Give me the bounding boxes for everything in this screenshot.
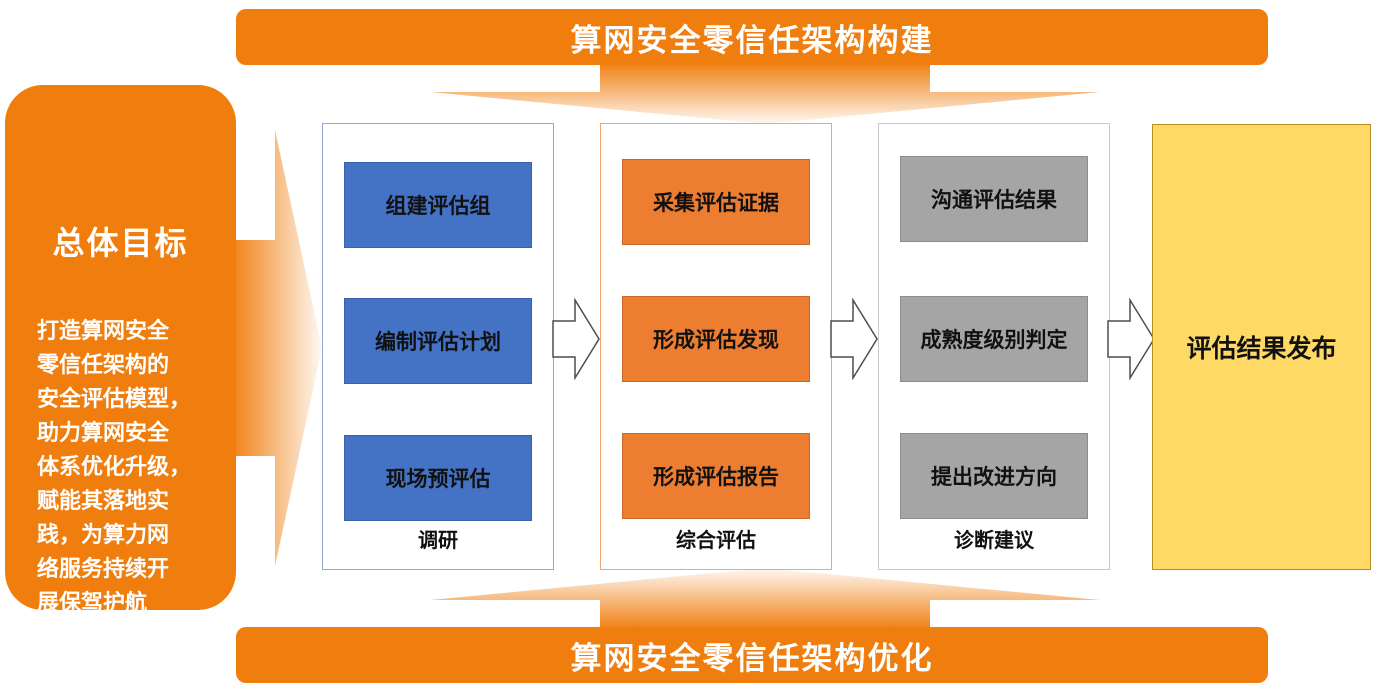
step-label: 采集评估证据 xyxy=(653,191,779,215)
hollow-right-arrow-icon xyxy=(552,298,600,380)
step-label: 编制评估计划 xyxy=(375,330,501,354)
step-maturity-level: 成熟度级别判定 xyxy=(900,296,1088,382)
step-label: 形成评估报告 xyxy=(653,465,779,489)
goal-text: 打造算网安全 零信任架构的 安全评估模型， 助力算网安全 体系优化升级， 赋能其… xyxy=(37,319,192,616)
step-label: 沟通评估结果 xyxy=(931,188,1057,212)
result-label: 评估结果发布 xyxy=(1186,334,1337,363)
step-label: 现场预评估 xyxy=(385,467,491,491)
gradient-arrow-down-icon xyxy=(430,62,1100,124)
result-publish-box: 评估结果发布 xyxy=(1152,124,1371,570)
step-communicate-results: 沟通评估结果 xyxy=(900,156,1088,242)
step-onsite-pre-assessment: 现场预评估 xyxy=(344,435,532,521)
step-form-team: 组建评估组 xyxy=(344,162,532,248)
step-form-findings: 形成评估发现 xyxy=(622,296,810,382)
goal-panel: 总体目标 打造算网安全 零信任架构的 安全评估模型， 助力算网安全 体系优化升级… xyxy=(5,85,236,616)
stage-comprehensive-evaluation: 采集评估证据 形成评估发现 形成评估报告 综合评估 xyxy=(600,123,832,570)
step-label: 提出改进方向 xyxy=(931,465,1057,489)
hollow-right-arrow-icon xyxy=(1107,298,1155,380)
stage-label-evaluation: 综合评估 xyxy=(676,528,756,552)
step-prepare-plan: 编制评估计划 xyxy=(344,298,532,384)
gradient-arrow-up-icon xyxy=(430,568,1100,630)
bottom-banner: 算网安全零信任架构优化 xyxy=(236,627,1268,683)
stage-label-research: 调研 xyxy=(418,528,458,552)
step-label: 组建评估组 xyxy=(385,194,491,218)
gradient-arrow-right-icon xyxy=(230,130,322,566)
step-label: 形成评估发现 xyxy=(653,328,779,352)
step-form-report: 形成评估报告 xyxy=(622,433,810,519)
hollow-right-arrow-icon xyxy=(830,298,878,380)
bottom-banner-text: 算网安全零信任架构优化 xyxy=(570,640,934,677)
goal-title: 总体目标 xyxy=(52,224,189,262)
step-improvement-direction: 提出改进方向 xyxy=(900,433,1088,519)
stage-research: 组建评估组 编制评估计划 现场预评估 调研 xyxy=(322,123,554,570)
step-label: 成熟度级别判定 xyxy=(920,328,1068,352)
top-banner-text: 算网安全零信任架构构建 xyxy=(570,22,934,59)
stage-label-diagnosis: 诊断建议 xyxy=(954,528,1034,552)
top-banner: 算网安全零信任架构构建 xyxy=(236,9,1268,65)
step-collect-evidence: 采集评估证据 xyxy=(622,159,810,245)
stage-diagnosis-suggestions: 沟通评估结果 成熟度级别判定 提出改进方向 诊断建议 xyxy=(878,123,1110,570)
